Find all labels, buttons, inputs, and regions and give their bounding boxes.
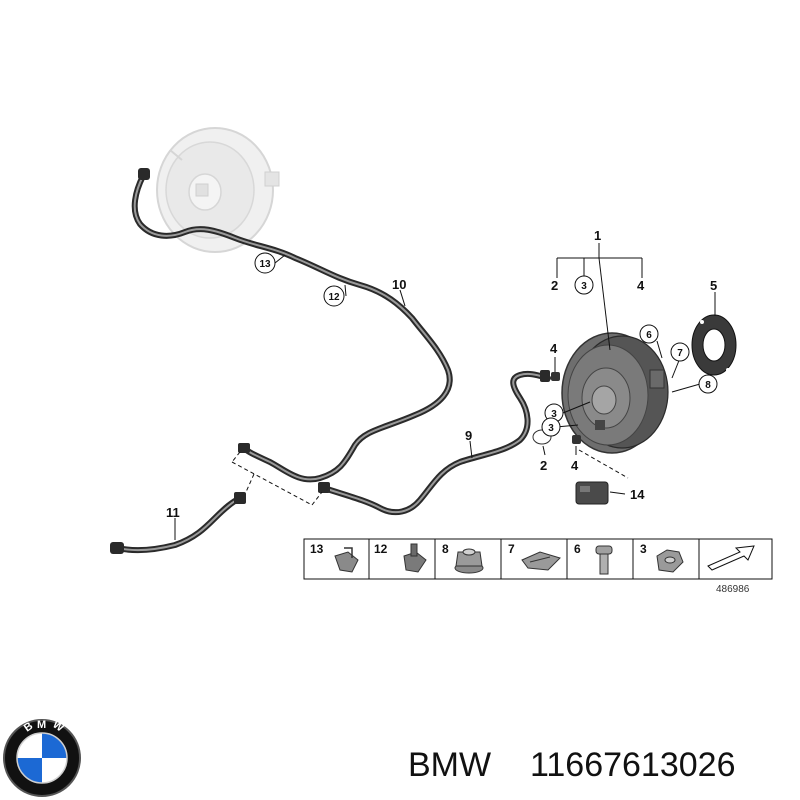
brand-name: BMW: [408, 746, 491, 784]
sensor-14: [575, 481, 609, 505]
callout-2: 2: [551, 278, 558, 293]
callout-11: 11: [166, 505, 180, 520]
callout-3: 3: [548, 423, 554, 434]
callout-1: 1: [594, 228, 601, 243]
callout-circle: [574, 275, 594, 295]
callout-circle: [639, 324, 659, 344]
callout-5: 5: [710, 278, 717, 293]
callout-4: 4: [550, 341, 558, 356]
nut-4-top: [551, 372, 560, 381]
ghost-brake-booster: [156, 127, 280, 253]
vacuum-line-11: [110, 492, 246, 554]
assembly-line: [231, 461, 313, 506]
brake-booster: [540, 332, 669, 454]
callout-3: 3: [551, 409, 557, 420]
svg-text:12: 12: [374, 542, 388, 556]
callout-3: 3: [581, 281, 587, 292]
nut-4-bottom: [572, 435, 581, 444]
clip-icon: [334, 547, 359, 573]
flange-nut-icon: [454, 548, 484, 574]
svg-text:13: 13: [310, 542, 324, 556]
assembly-line: [231, 451, 241, 463]
callout-circle: [541, 417, 561, 437]
hose-joint-connector: [234, 492, 246, 504]
callout-10: 10: [392, 277, 406, 292]
logo-letter-m: M: [37, 719, 46, 731]
callout-circle: [670, 342, 690, 362]
svg-text:3: 3: [640, 542, 647, 556]
callout-12: 12: [328, 292, 340, 303]
assembly-line: [245, 473, 255, 493]
legend-cell-13: 13: [310, 542, 359, 573]
hex-nut-icon: [656, 549, 684, 573]
clip-icon: [403, 543, 427, 573]
hose-joint-connector: [238, 443, 250, 453]
assembly-line: [311, 491, 323, 506]
callout-4: 4: [571, 458, 579, 473]
fastener-legend: 13 12 8 7: [303, 538, 773, 595]
callout-circle: [254, 252, 276, 274]
direction-arrow-icon: [707, 545, 755, 571]
gasket-5: [691, 314, 737, 376]
reference-number: 486986: [716, 584, 750, 595]
svg-text:7: 7: [508, 542, 515, 556]
bolt-icon: [595, 545, 613, 575]
callout-9: 9: [465, 428, 472, 443]
leader-lines: [174, 243, 716, 540]
hose-end-connector: [110, 542, 124, 554]
callout-7: 7: [677, 348, 683, 359]
svg-text:6: 6: [574, 542, 581, 556]
callout-8: 8: [705, 380, 711, 391]
legend-cell-8: 8: [442, 542, 484, 574]
legend-cell-3: 3: [640, 542, 684, 573]
legend-cell-12: 12: [374, 542, 427, 573]
clip-icon: [521, 551, 561, 571]
callout-14: 14: [630, 487, 645, 502]
callout-circle: [323, 285, 345, 307]
vacuum-line-9: [318, 370, 551, 516]
callout-2: 2: [540, 458, 547, 473]
svg-text:8: 8: [442, 542, 449, 556]
booster-vacuum-port: [540, 370, 550, 382]
legend-cell-6: 6: [574, 542, 613, 575]
hose-end-connector: [138, 168, 150, 180]
hose-joint-connector: [318, 482, 330, 493]
part-number: 11667613026: [530, 746, 735, 784]
callout-6: 6: [646, 330, 652, 341]
bmw-logo: B M W: [3, 719, 81, 797]
legend-cell-7: 7: [508, 542, 561, 571]
callout-13: 13: [259, 259, 271, 270]
callout-circle: [698, 374, 718, 394]
vacuum-line-10: [131, 168, 453, 483]
callout-4: 4: [637, 278, 645, 293]
